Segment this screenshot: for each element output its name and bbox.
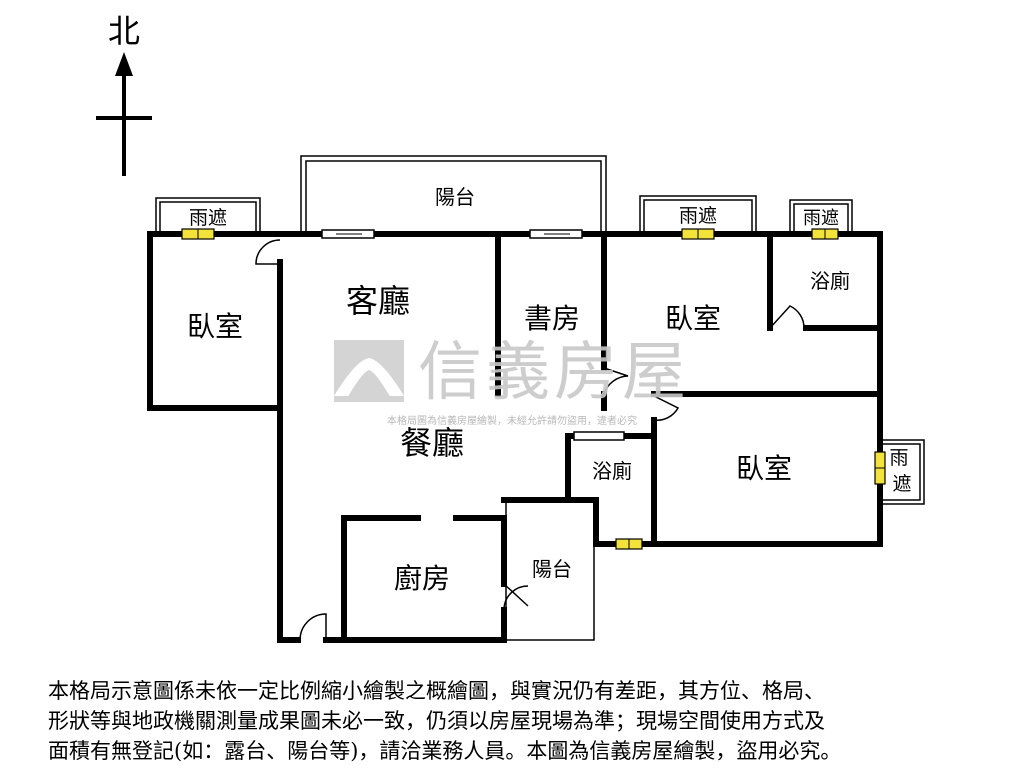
label-balcony-top: 陽台 bbox=[435, 185, 475, 209]
floor-plan: 北 bbox=[96, 12, 925, 643]
label-bath-top-right: 浴廁 bbox=[810, 269, 850, 293]
walls bbox=[147, 231, 883, 643]
label-awning-top-left: 雨遮 bbox=[189, 207, 227, 229]
label-awning-top-mid: 雨遮 bbox=[679, 205, 717, 227]
label-balcony-small: 陽台 bbox=[532, 557, 572, 581]
door-bath-top-right bbox=[769, 305, 805, 329]
label-kitchen: 廚房 bbox=[394, 562, 450, 595]
watermark-notice: 本格局圖為信義房屋繪製，未經允許請勿盜用，違者必究 bbox=[387, 414, 637, 427]
disclaimer-line-3: 面積有無登記(如：露台、陽台等)，請洽業務人員。本圖為信義房屋繪製，盜用必究。 bbox=[48, 739, 842, 763]
door-study bbox=[603, 367, 629, 395]
watermark-brand: 信義房屋 bbox=[418, 336, 690, 410]
label-awning-top-right: 雨遮 bbox=[803, 208, 839, 229]
sliding-door-bath bbox=[573, 431, 625, 441]
label-bedroom-mid: 臥室 bbox=[665, 302, 721, 335]
label-bath-center: 浴廁 bbox=[592, 459, 632, 483]
label-dining-room: 餐廳 bbox=[400, 424, 464, 462]
label-bedroom-right: 臥室 bbox=[736, 452, 792, 485]
disclaimer-line-2: 形狀等與地政機關測量成果圖未必一致，仍須以房屋現場為準；現場空間使用方式及 bbox=[48, 709, 825, 733]
label-study: 書房 bbox=[524, 302, 580, 335]
door-bedroom-left bbox=[255, 239, 281, 265]
door-entry bbox=[299, 613, 327, 641]
north-label: 北 bbox=[108, 12, 140, 50]
label-awning-right: 雨 遮 bbox=[889, 447, 914, 495]
label-bedroom-left: 臥室 bbox=[187, 310, 243, 343]
door-bedroom-right bbox=[653, 395, 680, 421]
north-arrow-icon bbox=[96, 52, 152, 176]
watermark: 信義房屋 本格局圖為信義房屋繪製，未經允許請勿盜用，違者必究 bbox=[334, 336, 690, 427]
disclaimer-line-1: 本格局示意圖係未依一定比例縮小繪製之概繪圖，與實況仍有差距，其方位、格局、 bbox=[48, 679, 825, 703]
door-balcony-small bbox=[503, 583, 529, 609]
brand-logo-icon bbox=[334, 340, 404, 402]
disclaimer: 本格局示意圖係未依一定比例縮小繪製之概繪圖，與實況仍有差距，其方位、格局、 形狀… bbox=[48, 676, 988, 766]
label-living-room: 客廳 bbox=[346, 282, 410, 320]
